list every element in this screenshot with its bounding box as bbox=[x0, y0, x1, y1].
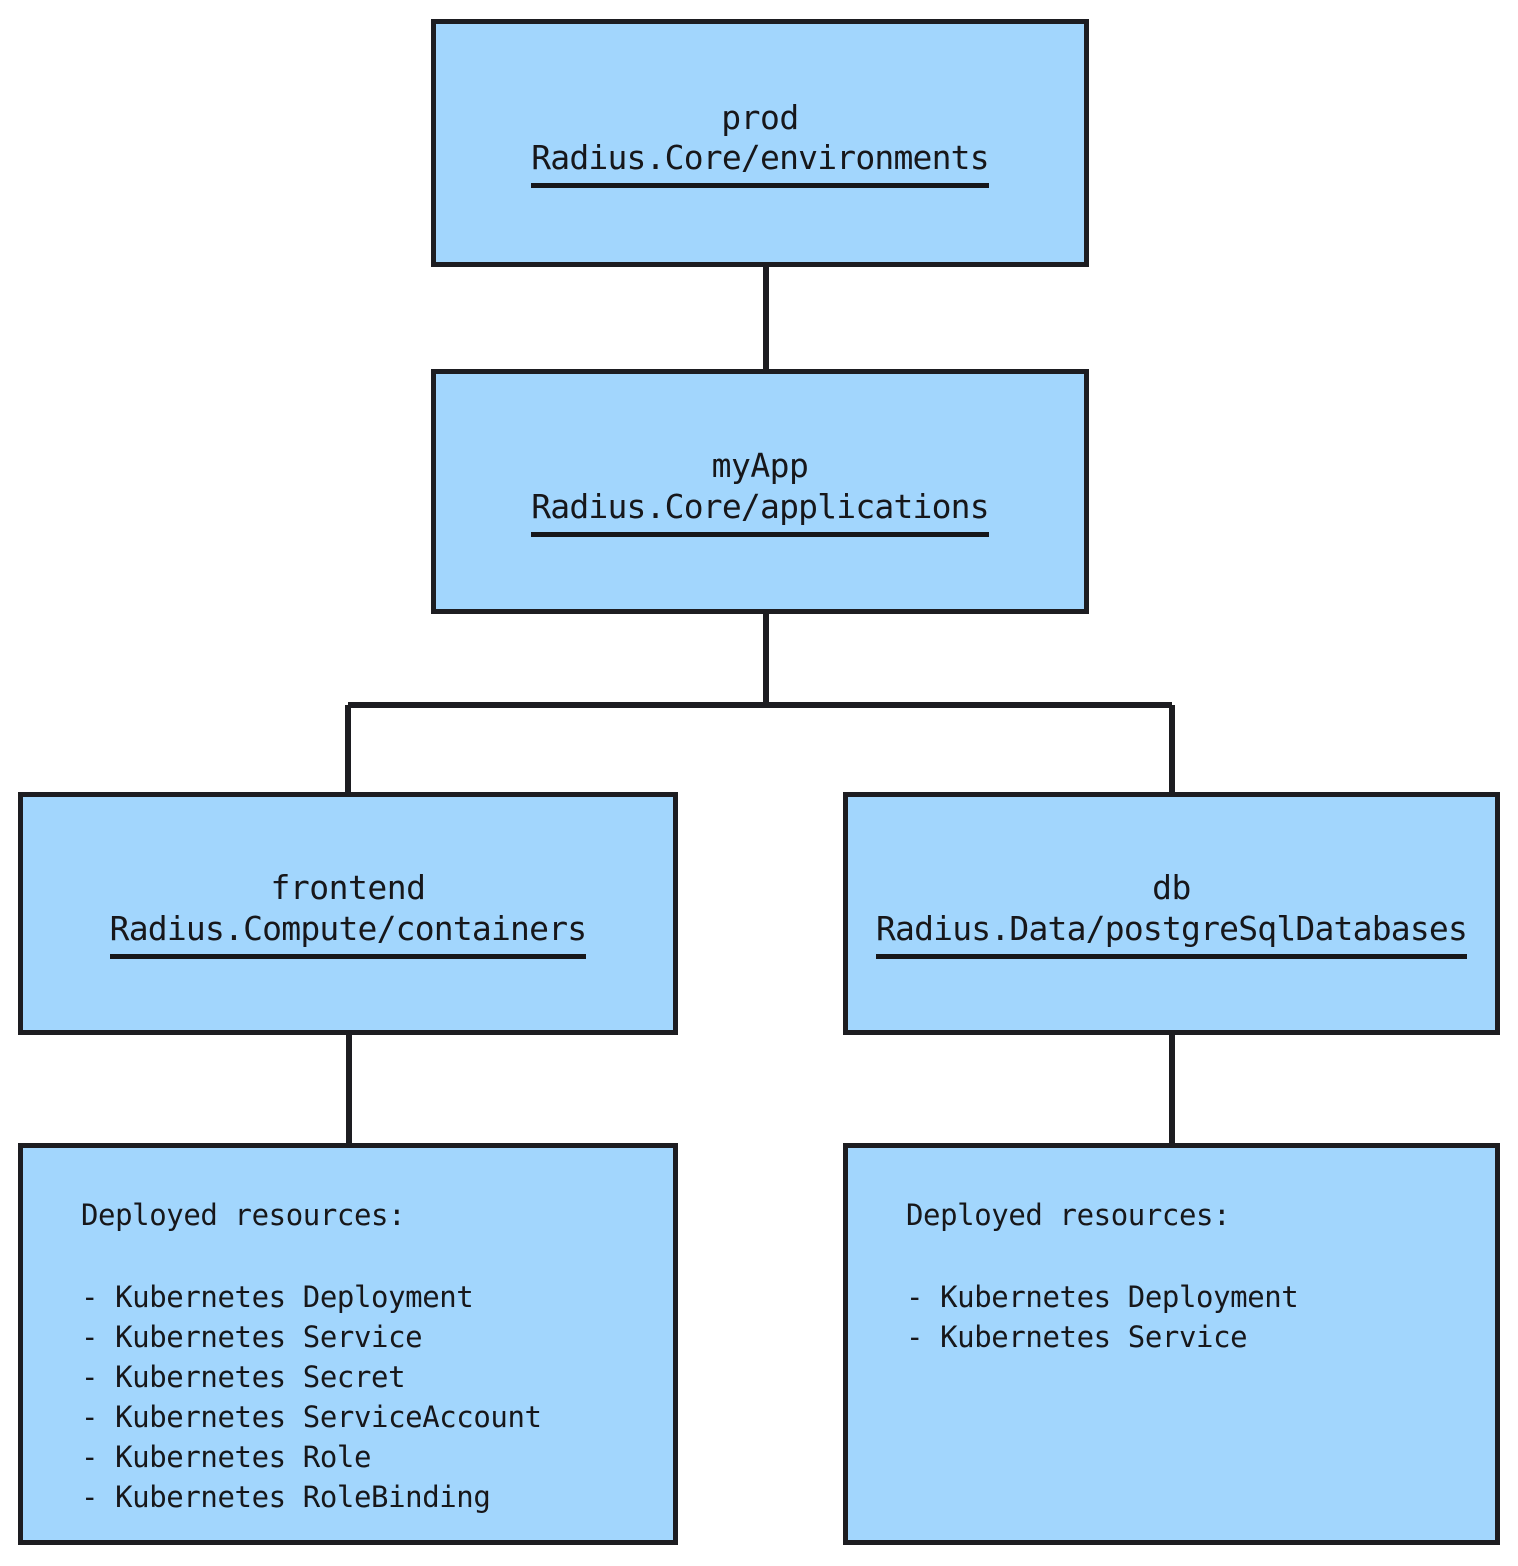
container-node-name: frontend bbox=[270, 868, 426, 908]
database-resources-list: - Kubernetes Deployment - Kubernetes Ser… bbox=[906, 1277, 1299, 1357]
node-database-deployed-resources[interactable]: Deployed resources: - Kubernetes Deploym… bbox=[843, 1143, 1500, 1545]
database-resources-body: Deployed resources: - Kubernetes Deploym… bbox=[848, 1148, 1299, 1357]
node-application-myapp[interactable]: myApp Radius.Core/applications bbox=[431, 369, 1089, 614]
container-resources-heading: Deployed resources: bbox=[81, 1198, 406, 1232]
list-item: - Kubernetes Service bbox=[906, 1319, 1248, 1354]
list-item: - Kubernetes Deployment bbox=[906, 1279, 1299, 1314]
node-container-deployed-resources[interactable]: Deployed resources: - Kubernetes Deploym… bbox=[18, 1143, 678, 1545]
list-item: - Kubernetes ServiceAccount bbox=[81, 1399, 542, 1434]
node-container-frontend[interactable]: frontend Radius.Compute/containers bbox=[18, 792, 678, 1035]
container-node-type: Radius.Compute/containers bbox=[109, 909, 587, 959]
node-environment-prod[interactable]: prod Radius.Core/environments bbox=[431, 19, 1089, 267]
environment-node-name: prod bbox=[721, 97, 799, 137]
container-resources-body: Deployed resources: - Kubernetes Deploym… bbox=[23, 1148, 542, 1517]
edge-branch-to-container bbox=[345, 702, 1172, 792]
environment-node-type: Radius.Core/environments bbox=[531, 138, 990, 189]
database-node-type: Radius.Data/postgreSqlDatabases bbox=[875, 909, 1468, 959]
list-item: - Kubernetes RoleBinding bbox=[81, 1479, 491, 1514]
application-node-name: myApp bbox=[711, 446, 809, 486]
database-resources-heading: Deployed resources: bbox=[906, 1198, 1231, 1232]
list-item: - Kubernetes Secret bbox=[81, 1359, 406, 1394]
list-item: - Kubernetes Deployment bbox=[81, 1279, 474, 1314]
application-node-type: Radius.Core/applications bbox=[531, 487, 990, 537]
list-item: - Kubernetes Service bbox=[81, 1319, 423, 1354]
node-database-db[interactable]: db Radius.Data/postgreSqlDatabases bbox=[843, 792, 1500, 1035]
container-resources-list: - Kubernetes Deployment - Kubernetes Ser… bbox=[81, 1277, 542, 1517]
database-node-name: db bbox=[1152, 868, 1191, 908]
list-item: - Kubernetes Role bbox=[81, 1439, 372, 1474]
